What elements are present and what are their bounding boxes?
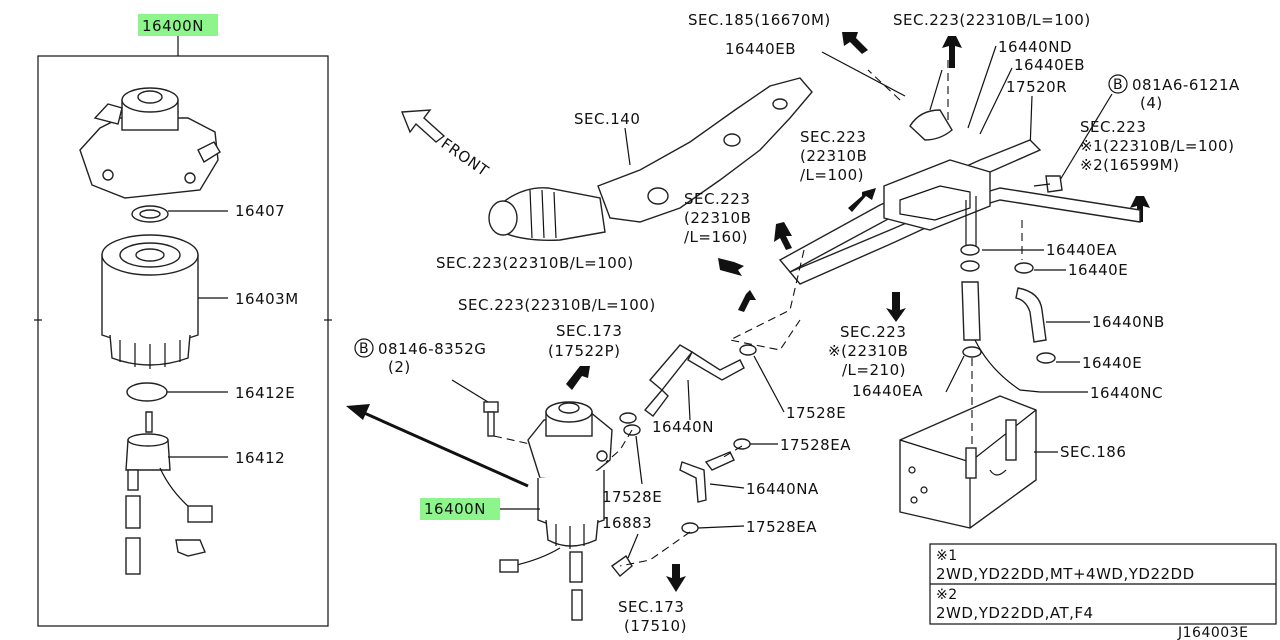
part-number-top[interactable]: 16400N xyxy=(142,17,204,35)
label-sec186[interactable]: SEC.186 xyxy=(1060,443,1126,461)
label-16400N-main[interactable]: 16400N xyxy=(424,500,486,518)
label-16440EB-1[interactable]: 16440EB xyxy=(725,40,796,58)
label-16440NC[interactable]: 16440NC xyxy=(1090,384,1163,402)
label-16440ND[interactable]: 16440ND xyxy=(998,38,1072,56)
label-sec173b-2[interactable]: (17510) xyxy=(624,617,687,635)
fuel-tank-sec186 xyxy=(899,395,1037,529)
gasket-16412E[interactable] xyxy=(126,382,168,402)
label-sec223-c-2[interactable]: (22310B xyxy=(684,209,751,227)
label-17528E-2[interactable]: 17528E xyxy=(602,488,662,506)
note1-text: 2WD,YD22DD,MT+4WD,YD22DD xyxy=(936,565,1195,583)
diagram-code: J164003E xyxy=(1177,625,1248,640)
label-sec223-right-1[interactable]: SEC.223 xyxy=(1080,118,1146,136)
right-hoses xyxy=(960,244,1056,364)
note2-text: 2WD,YD22DD,AT,F4 xyxy=(936,604,1094,622)
filter-hoses xyxy=(610,344,757,577)
label-sec223-right-2[interactable]: ※1(22310B/L=100) xyxy=(1080,137,1234,155)
label-08146[interactable]: 08146-8352G xyxy=(378,340,486,358)
label-16407[interactable]: 16407 xyxy=(235,202,285,220)
bolt-symbol-08146: B xyxy=(354,338,374,358)
label-16440EB-2[interactable]: 16440EB xyxy=(1014,56,1085,74)
notes-table: ※1 2WD,YD22DD,MT+4WD,YD22DD ※2 2WD,YD22D… xyxy=(929,543,1277,625)
filter-cartridge-16403M[interactable] xyxy=(101,234,199,369)
bolt-08146[interactable] xyxy=(483,401,499,437)
left-panel: 16400N 16407 xyxy=(34,14,332,627)
o-ring-16407[interactable] xyxy=(131,205,169,223)
fuel-tube-assembly xyxy=(778,69,1141,285)
svg-text:B: B xyxy=(1113,77,1123,93)
label-sec140[interactable]: SEC.140 xyxy=(574,110,640,128)
label-081A6-qty: (4) xyxy=(1140,94,1163,112)
label-081A6[interactable]: 081A6-6121A xyxy=(1132,76,1240,94)
label-17528E-1[interactable]: 17528E xyxy=(786,404,846,422)
label-sec223-b-1[interactable]: SEC.223 xyxy=(840,323,906,341)
label-sec223-mid-2[interactable]: (22310B xyxy=(800,147,867,165)
part-highlight-main xyxy=(420,498,500,520)
label-sec223-right-3[interactable]: ※2(16599M) xyxy=(1080,156,1179,174)
label-sec223-mid-3[interactable]: /L=100) xyxy=(800,166,864,184)
note1-mark: ※1 xyxy=(936,548,958,564)
filter-head xyxy=(79,87,221,199)
label-16440NA[interactable]: 16440NA xyxy=(746,480,819,498)
label-16403M[interactable]: 16403M xyxy=(235,290,299,308)
part-highlight xyxy=(138,14,218,36)
label-16440EA-1[interactable]: 16440EA xyxy=(1046,241,1117,259)
label-16883[interactable]: 16883 xyxy=(602,514,652,532)
label-sec223-b-3[interactable]: /L=210) xyxy=(842,361,906,379)
label-08146-qty: (2) xyxy=(388,358,411,376)
front-label: FRONT xyxy=(438,135,493,181)
water-sensor-16412[interactable] xyxy=(125,411,213,575)
bolt-symbol-081A6: B xyxy=(1108,74,1128,94)
label-sec223-top[interactable]: SEC.223(22310B/L=100) xyxy=(893,11,1091,29)
label-sec223-left-1[interactable]: SEC.223(22310B/L=100) xyxy=(436,254,634,272)
exploded-frame xyxy=(37,55,329,627)
label-16412E[interactable]: 16412E xyxy=(235,384,295,402)
fuel-filter-assembly-16400N[interactable] xyxy=(499,401,613,621)
label-sec223-left-2[interactable]: SEC.223(22310B/L=100) xyxy=(458,296,656,314)
label-sec185[interactable]: SEC.185(16670M) xyxy=(688,11,831,29)
front-indicator: FRONT xyxy=(400,109,493,181)
label-sec173-1[interactable]: SEC.173 xyxy=(556,322,622,340)
label-17528EA-1[interactable]: 17528EA xyxy=(780,436,851,454)
label-sec223-mid-1[interactable]: SEC.223 xyxy=(800,128,866,146)
label-sec223-c-1[interactable]: SEC.223 xyxy=(684,190,750,208)
label-16412[interactable]: 16412 xyxy=(235,449,285,467)
label-16440N[interactable]: 16440N xyxy=(652,418,714,436)
label-sec223-b-2[interactable]: ※(22310B xyxy=(828,342,908,360)
intake-manifold xyxy=(488,77,813,241)
label-sec223-c-3[interactable]: /L=160) xyxy=(684,228,748,246)
label-16440E-1[interactable]: 16440E xyxy=(1068,261,1128,279)
label-sec173b-1[interactable]: SEC.173 xyxy=(618,598,684,616)
label-17520R[interactable]: 17520R xyxy=(1006,78,1067,96)
label-16440E-2[interactable]: 16440E xyxy=(1082,354,1142,372)
svg-text:B: B xyxy=(359,341,369,357)
label-16440EA-2[interactable]: 16440EA xyxy=(852,382,923,400)
label-17528EA-2[interactable]: 17528EA xyxy=(746,518,817,536)
label-sec173-2[interactable]: (17522P) xyxy=(548,342,620,360)
note2-mark: ※2 xyxy=(936,587,958,603)
label-16440NB[interactable]: 16440NB xyxy=(1092,313,1165,331)
